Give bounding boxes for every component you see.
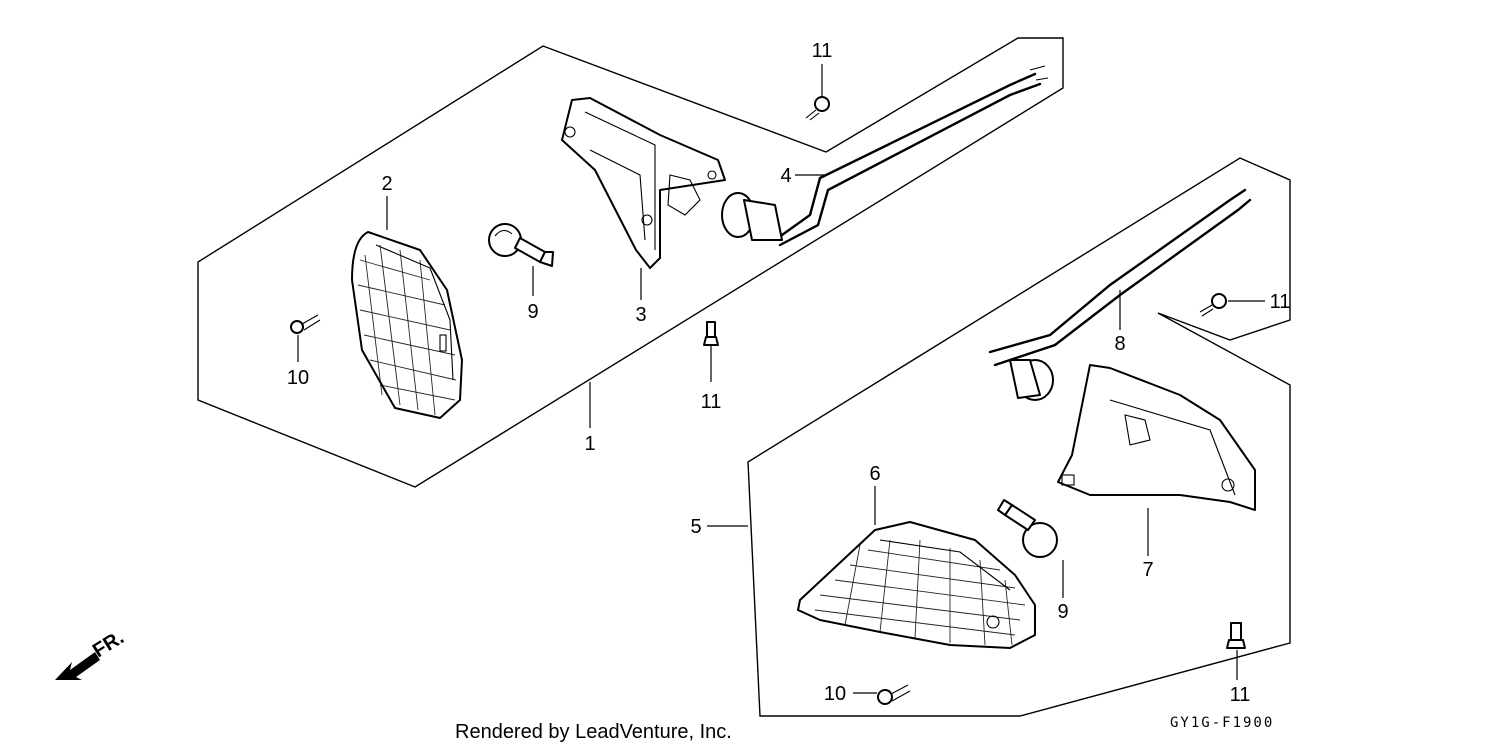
clip-part-11-bottom[interactable] <box>1226 622 1246 649</box>
callout-3: 3 <box>635 304 646 326</box>
callout-11-bottom: 11 <box>1230 684 1251 706</box>
bulb-part-9-right[interactable] <box>997 499 1058 558</box>
callout-labels: 1 2 3 4 5 6 7 8 9 9 10 10 11 11 11 11 <box>287 40 1291 706</box>
light-housing-part-7[interactable] <box>1057 364 1256 511</box>
screw-part-10-left[interactable] <box>290 314 321 334</box>
callout-7: 7 <box>1142 559 1153 581</box>
callout-8: 8 <box>1114 333 1125 355</box>
direction-arrow-icon: FR. <box>55 627 128 680</box>
assembly-frame-right <box>747 157 1291 717</box>
callout-11-top: 11 <box>812 40 833 62</box>
callout-6: 6 <box>869 463 880 485</box>
front-lens-part-6[interactable] <box>797 521 1036 649</box>
screw-part-11-right[interactable] <box>1199 293 1227 317</box>
callout-10-left: 10 <box>287 367 309 389</box>
callout-11-right: 11 <box>1270 291 1291 313</box>
callout-10-right: 10 <box>824 683 846 705</box>
callout-4: 4 <box>780 165 791 187</box>
assembly-frame-left <box>197 37 1064 488</box>
bulb-part-9-left[interactable] <box>488 223 554 267</box>
screw-part-10-right[interactable] <box>877 684 911 705</box>
diagram-code: GY1G-F1900 <box>1170 715 1274 731</box>
callout-1: 1 <box>584 433 595 455</box>
callout-5: 5 <box>690 516 701 538</box>
callout-11-mid: 11 <box>701 391 722 413</box>
light-housing-part-3[interactable] <box>561 97 726 269</box>
socket-wire-part-4[interactable] <box>721 65 1049 247</box>
clip-part-11-mid[interactable] <box>703 321 719 346</box>
callout-9-left: 9 <box>527 301 538 323</box>
rear-lens-part-2[interactable] <box>351 231 463 419</box>
socket-wire-part-8[interactable] <box>988 188 1252 401</box>
callout-9-right: 9 <box>1057 601 1068 623</box>
callout-2: 2 <box>381 173 392 195</box>
leader-lines <box>297 64 1265 694</box>
footer-credit: Rendered by LeadVenture, Inc. <box>455 721 732 743</box>
screw-part-11-top[interactable] <box>805 96 830 121</box>
